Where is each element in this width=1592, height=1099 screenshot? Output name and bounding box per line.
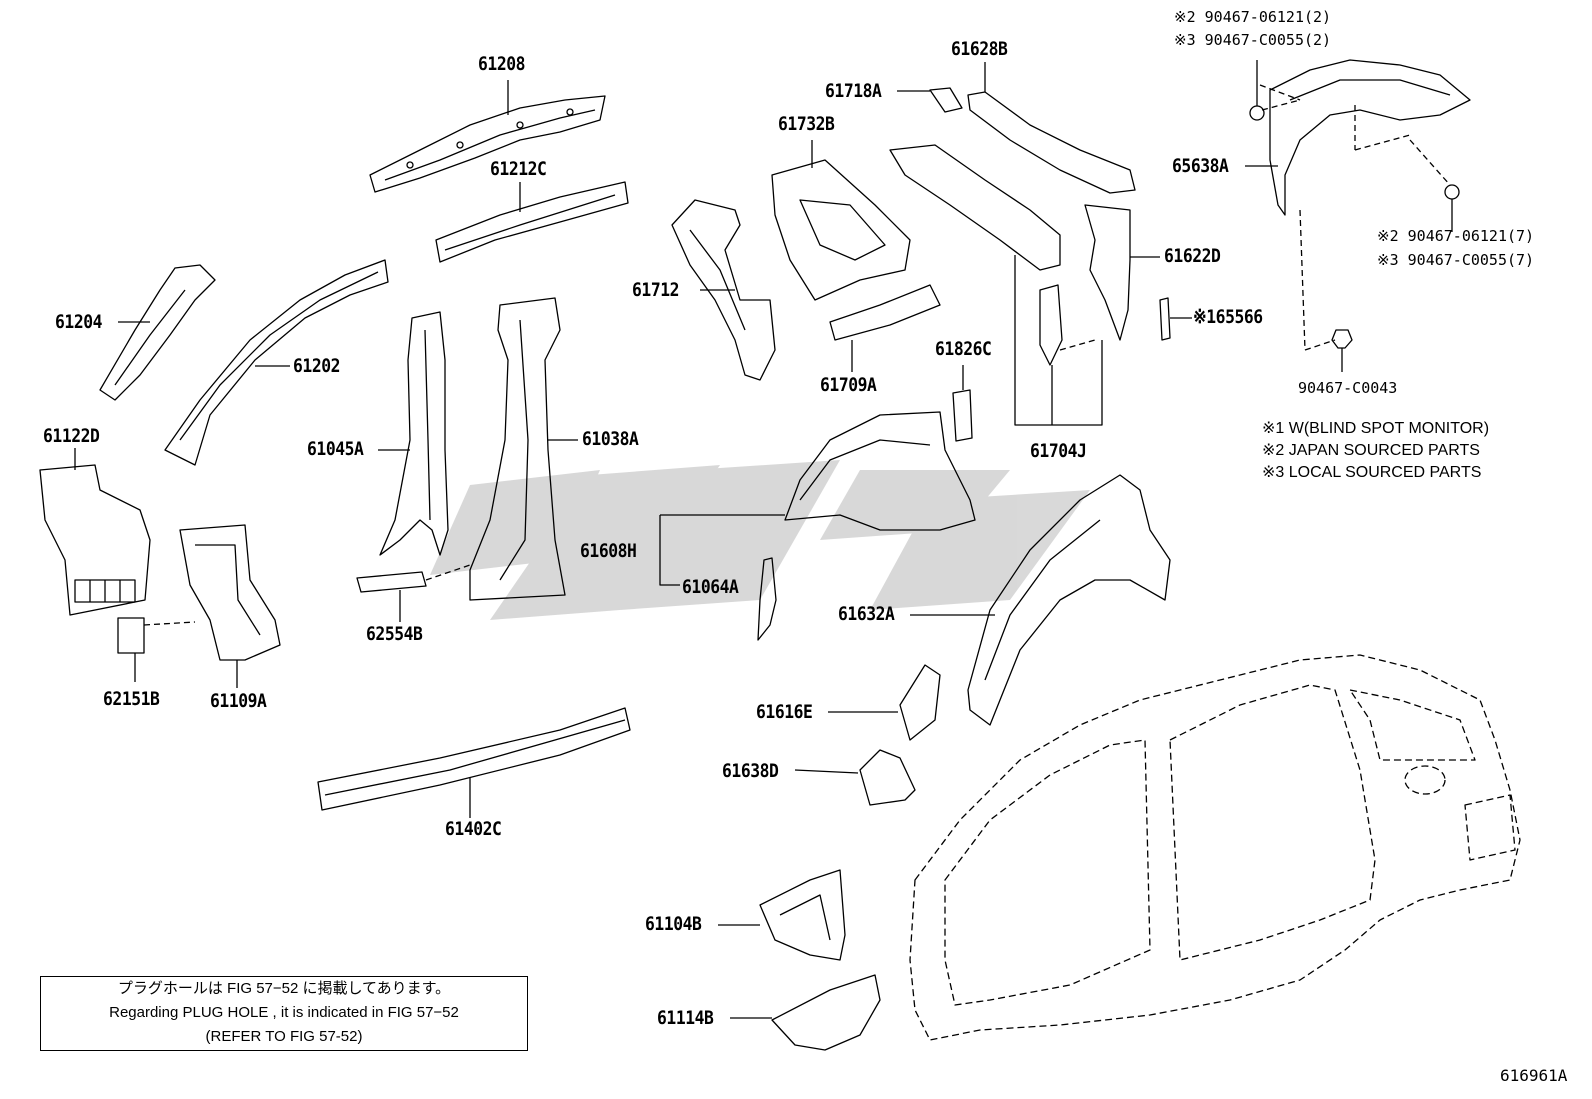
label-61616E: 61616E [756, 701, 813, 723]
label-62554B: 62554B [366, 623, 423, 645]
label-61045A: 61045A [307, 438, 364, 460]
part-61826C-shape [952, 365, 973, 442]
label-61109A: 61109A [210, 690, 267, 712]
part-61712-shape [671, 199, 776, 381]
part-61608H-shape [659, 411, 976, 586]
fastener-clip [1331, 329, 1353, 372]
part-61202-shape [164, 259, 389, 466]
part-61632A-shape [910, 474, 1171, 726]
label-61718A: 61718A [825, 80, 882, 102]
label-61202: 61202 [293, 355, 341, 377]
fastener-nut-right [1444, 184, 1460, 232]
fastener-nut-top [1249, 60, 1265, 121]
label-65638A: 65638A [1172, 155, 1229, 177]
label-65566: ※165566 [1193, 306, 1263, 328]
legend-item-2: ※2 JAPAN SOURCED PARTS [1262, 442, 1480, 459]
part-61402C-shape [317, 707, 631, 818]
part-61208-shape [369, 80, 606, 193]
label-61104B: 61104B [645, 913, 702, 935]
label-61122D: 61122D [43, 425, 100, 447]
part-61622D-shape [1084, 204, 1160, 341]
part-61212C-shape [435, 181, 629, 263]
part-61709A-shape [829, 284, 941, 372]
fastener-note-top-b: ※3 90467-C0055(2) [1174, 31, 1332, 49]
part-61718A-shape [897, 87, 963, 113]
label-61212C: 61212C [490, 158, 547, 180]
label-61064A: 61064A [682, 576, 739, 598]
part-61045A-shape [378, 311, 449, 556]
fastener-note-clip: 90467-C0043 [1298, 379, 1398, 397]
plug-hole-reference-box: プラグホールは FIG 57−52 に掲載してあります。 Regarding P… [40, 976, 528, 1051]
label-61632A: 61632A [838, 603, 895, 625]
part-62554B-shape [356, 564, 471, 622]
fastener-note-right-a: ※2 90467-06121(7) [1377, 227, 1535, 245]
reference-line-en: Regarding PLUG HOLE , it is indicated in… [109, 1004, 459, 1021]
part-61732B-shape [771, 140, 911, 301]
part-61038A-shape [469, 297, 578, 601]
label-61402C: 61402C [445, 818, 502, 840]
label-62151B: 62151B [103, 688, 160, 710]
watermark [430, 460, 1090, 620]
part-61104B-shape [718, 869, 846, 961]
part-61114B-shape [730, 974, 881, 1051]
legend-item-1: ※1 W(BLIND SPOT MONITOR) [1262, 420, 1490, 437]
part-61204-shape [99, 264, 216, 401]
label-61732B: 61732B [778, 113, 835, 135]
label-61712: 61712 [632, 279, 680, 301]
part-65566-shape [1159, 297, 1192, 341]
part-61704J-shape [889, 144, 1103, 426]
vehicle-body-outline [909, 654, 1521, 1041]
reference-line-fig: (REFER TO FIG 57-52) [205, 1028, 363, 1045]
part-61628B-shape [967, 62, 1136, 194]
part-61616E-shape [828, 664, 941, 741]
figure-id: 616961A [1500, 1066, 1568, 1085]
label-61622D: 61622D [1164, 245, 1221, 267]
legend: ※1 W(BLIND SPOT MONITOR) ※2 JAPAN SOURCE… [1262, 418, 1489, 484]
label-61638D: 61638D [722, 760, 779, 782]
label-61709A: 61709A [820, 374, 877, 396]
label-61204: 61204 [55, 311, 103, 333]
part-61638D-shape [794, 749, 916, 806]
label-61038A: 61038A [582, 428, 639, 450]
part-61109A-shape [179, 524, 281, 688]
label-61208: 61208 [478, 53, 526, 75]
label-61628B: 61628B [951, 38, 1008, 60]
fastener-note-right-b: ※3 90467-C0055(7) [1377, 251, 1535, 269]
label-61704J: 61704J [1030, 440, 1087, 462]
part-62151B-shape [117, 617, 196, 682]
label-61826C: 61826C [935, 338, 992, 360]
part-65638A-shape [1245, 59, 1471, 351]
label-61608H: 61608H [580, 540, 637, 562]
legend-item-3: ※3 LOCAL SOURCED PARTS [1262, 464, 1482, 481]
part-61064A-shape [757, 557, 777, 641]
fastener-note-top-a: ※2 90467-06121(2) [1174, 8, 1332, 26]
label-61114B: 61114B [657, 1007, 714, 1029]
reference-line-jp: プラグホールは FIG 57−52 に掲載してあります。 [117, 980, 451, 997]
part-61122D-shape [39, 448, 151, 616]
